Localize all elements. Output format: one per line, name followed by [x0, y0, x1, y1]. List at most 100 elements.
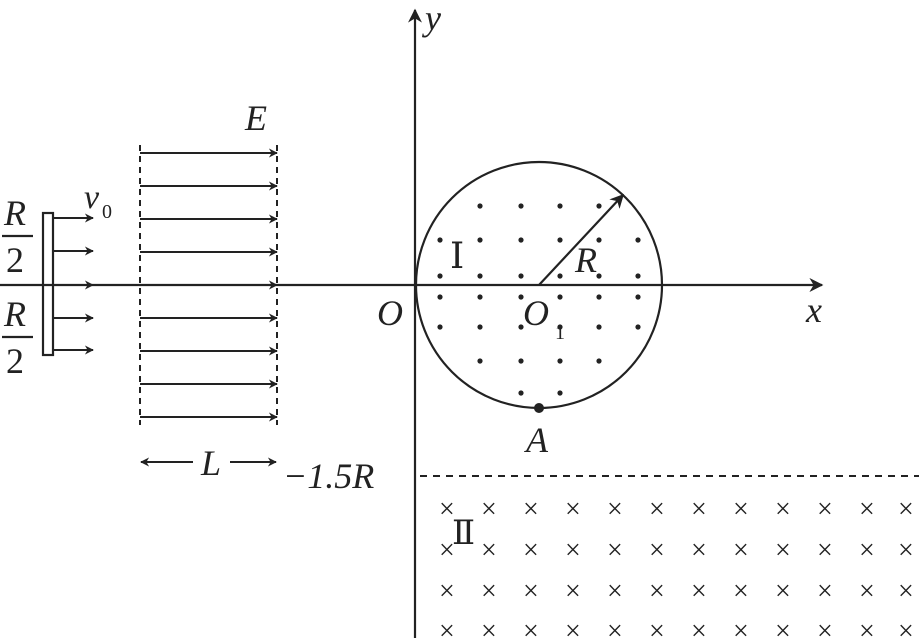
field-dot — [477, 237, 483, 243]
field-dot — [437, 237, 443, 243]
field-cross: × — [898, 576, 914, 607]
field-dot — [557, 358, 563, 364]
velocity-label-subscript: 0 — [102, 201, 112, 223]
radius-arrow — [538, 193, 624, 286]
field-dot — [557, 294, 563, 300]
field-dot — [596, 324, 602, 330]
half-upper-numerator: R — [3, 193, 26, 233]
field-cross: × — [523, 616, 539, 642]
point-a-marker — [534, 403, 544, 413]
field-cross: × — [607, 616, 623, 642]
field-dot — [437, 324, 443, 330]
field-dot — [477, 324, 483, 330]
field-dot — [518, 273, 524, 279]
region-2-label: Ⅱ — [452, 515, 475, 552]
field-cross: × — [898, 616, 914, 642]
field-dot — [635, 237, 641, 243]
field-cross: × — [481, 535, 497, 566]
field-cross: × — [607, 494, 623, 525]
field-cross: × — [775, 576, 791, 607]
field-dot — [477, 294, 483, 300]
field-cross: × — [439, 576, 455, 607]
field-cross: × — [817, 535, 833, 566]
field-cross: × — [775, 616, 791, 642]
field-dot — [518, 390, 524, 396]
field-cross: × — [607, 576, 623, 607]
field-cross: × — [649, 535, 665, 566]
field-cross: × — [691, 616, 707, 642]
field-cross: × — [481, 494, 497, 525]
field-cross: × — [775, 535, 791, 566]
field-dot — [557, 273, 563, 279]
velocity-label: v — [84, 179, 100, 216]
point-a-label: A — [524, 420, 549, 460]
field-dot — [557, 324, 563, 330]
field-cross: × — [439, 494, 455, 525]
field-cross: × — [733, 616, 749, 642]
y-axis-label: y — [422, 0, 441, 38]
radius-label: R — [574, 240, 597, 280]
field-cross: × — [817, 494, 833, 525]
field-cross: × — [817, 616, 833, 642]
field-dot — [518, 203, 524, 209]
field-dot — [477, 203, 483, 209]
width-label: L — [200, 443, 221, 483]
field-cross: × — [481, 616, 497, 642]
field-dot — [477, 358, 483, 364]
half-lower-denominator: 2 — [6, 341, 24, 381]
field-cross: × — [523, 494, 539, 525]
field-cross: × — [733, 576, 749, 607]
field-cross: × — [859, 535, 875, 566]
field-dot — [518, 324, 524, 330]
field-cross: × — [439, 616, 455, 642]
center-label-subscript: 1 — [555, 322, 565, 344]
field-dot — [596, 294, 602, 300]
field-cross: × — [733, 535, 749, 566]
field-cross: × — [733, 494, 749, 525]
field-cross: × — [859, 616, 875, 642]
boundary-label: −1.5R — [283, 456, 374, 496]
field-cross: × — [817, 576, 833, 607]
half-upper-denominator: 2 — [6, 240, 24, 280]
field-cross: × — [898, 535, 914, 566]
field-dot — [557, 390, 563, 396]
field-dot — [635, 294, 641, 300]
field-cross: × — [481, 576, 497, 607]
field-cross: × — [859, 494, 875, 525]
field-dot — [635, 273, 641, 279]
field-cross: × — [649, 616, 665, 642]
half-width-lower: R 2 — [2, 294, 33, 381]
field-cross: × — [859, 576, 875, 607]
field-cross: × — [898, 494, 914, 525]
field-dot — [557, 237, 563, 243]
field-in-crosses: × × × × × × × × × × × × × × × × × × × × × × × × × × × × × × × × × × × × × × × ×… — [439, 494, 914, 642]
field-label: E — [244, 98, 267, 138]
field-cross: × — [691, 494, 707, 525]
field-cross: × — [523, 535, 539, 566]
field-cross: × — [691, 535, 707, 566]
field-cross: × — [565, 616, 581, 642]
field-cross: × — [691, 576, 707, 607]
field-dot — [477, 273, 483, 279]
field-dot — [596, 203, 602, 209]
origin-label: O — [377, 293, 403, 333]
center-label: O — [523, 293, 549, 333]
electric-field-lines — [140, 148, 278, 422]
field-dot — [596, 237, 602, 243]
half-width-upper: R 2 — [2, 193, 33, 280]
field-dot — [596, 358, 602, 364]
field-dot — [557, 203, 563, 209]
field-cross: × — [607, 535, 623, 566]
field-cross: × — [649, 494, 665, 525]
field-dot — [437, 294, 443, 300]
injection-arrows — [53, 213, 94, 355]
field-cross: × — [439, 535, 455, 566]
x-axis-label: x — [805, 290, 822, 330]
field-dot — [518, 237, 524, 243]
field-dot — [518, 358, 524, 364]
field-dot — [437, 273, 443, 279]
region-1-label: Ⅰ — [450, 236, 464, 276]
field-cross: × — [523, 576, 539, 607]
field-cross: × — [565, 494, 581, 525]
